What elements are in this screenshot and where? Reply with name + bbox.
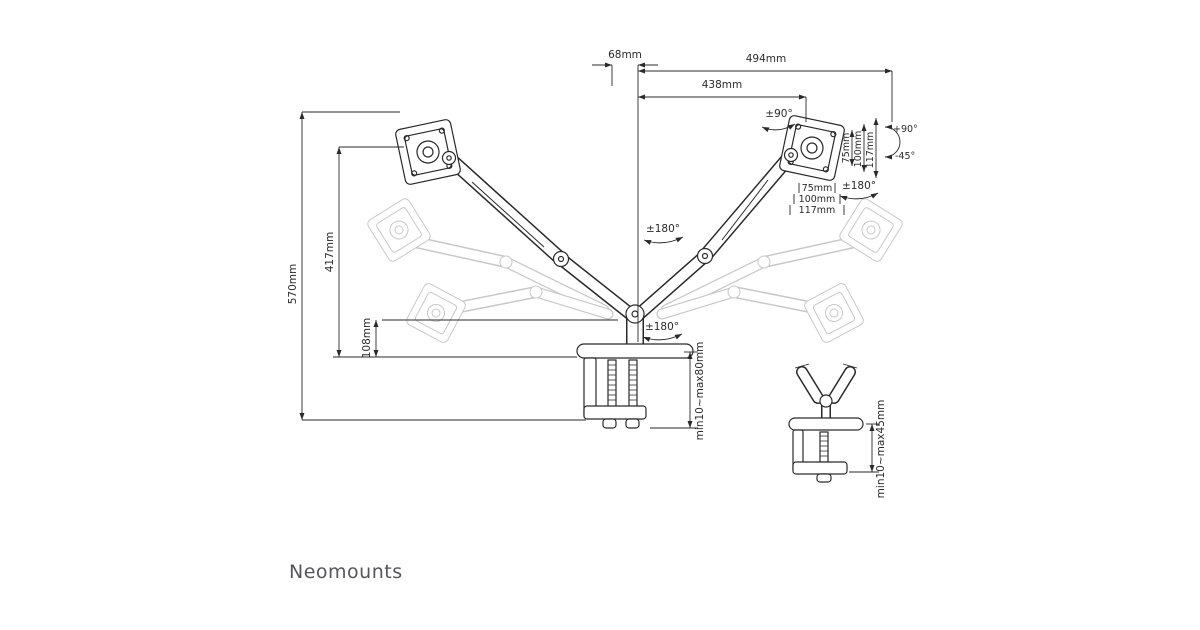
ghost-vesa-plate <box>804 283 864 343</box>
label-vesa-rotation: ±90° <box>765 108 792 120</box>
detail-screw <box>819 431 829 463</box>
clamp-detail-drawing <box>788 363 864 483</box>
dim-108mm-label: 108mm <box>361 318 373 359</box>
center-post <box>625 304 645 356</box>
left-shoulder-joint <box>441 150 457 166</box>
label-swivel-top: ±180° <box>842 180 876 192</box>
label-vesa-75-horizontal: 75mm <box>802 183 833 194</box>
label-vesa-75-vertical: 75mm <box>841 133 852 164</box>
label-vesa-117-vertical: 117mm <box>865 132 876 169</box>
right-elbow-joint <box>696 247 714 265</box>
label-vesa-100-vertical: 100mm <box>853 131 864 168</box>
clamp-knob-left <box>602 418 617 429</box>
dim-494mm-label: 494mm <box>746 53 787 65</box>
dim-570mm-label: 570mm <box>287 264 299 305</box>
right-arm <box>630 148 798 323</box>
ghost-arm-left-upper <box>367 198 610 316</box>
ghost-arm-right-lower <box>656 283 864 343</box>
dim-clamp-main-label: min10~max80mm <box>694 342 706 441</box>
right-shoulder-joint <box>783 147 799 163</box>
label-vesa-100-horizontal: 100mm <box>799 194 836 205</box>
main-assembly <box>395 115 864 483</box>
ghost-arm-right-upper <box>660 198 903 316</box>
label-tilt-up: +90° <box>893 124 918 135</box>
ghost-vesa-plate <box>367 198 431 262</box>
clamp-bottom-arm <box>583 405 647 420</box>
dim-68mm-label: 68mm <box>608 49 642 61</box>
left-vesa-plate <box>395 119 461 185</box>
detail-knob <box>816 473 832 483</box>
ghost-vesa-plate <box>406 283 466 343</box>
label-vesa-117-horizontal: 117mm <box>799 205 836 216</box>
right-vesa-plate <box>779 115 845 181</box>
dim-clamp-detail-label: min10~max45mm <box>875 400 887 499</box>
label-swivel-base: ±180° <box>645 321 679 333</box>
label-tilt-down: -45° <box>895 151 915 162</box>
left-arm <box>442 151 640 323</box>
left-elbow-joint <box>552 250 570 268</box>
dim-438mm-label: 438mm <box>702 79 743 91</box>
base-swivel-joint <box>625 304 645 324</box>
dimension-labels: 68mm 494mm 438mm 570mm 417mm 108mm ±90° … <box>287 49 918 498</box>
clamp-knob-right <box>625 418 640 429</box>
detail-top-plate <box>788 417 864 431</box>
dimension-lines <box>299 62 901 473</box>
ghost-positions <box>367 198 903 343</box>
desk-clamp <box>576 343 694 429</box>
brand-logo: Neomounts <box>289 561 403 583</box>
ghost-vesa-plate <box>839 198 903 262</box>
ghost-arm-left-lower <box>406 283 614 343</box>
dim-417mm-label: 417mm <box>324 232 336 273</box>
clamp-top-plate <box>576 343 694 359</box>
label-swivel-mid: ±180° <box>646 223 680 235</box>
detail-bottom-arm <box>792 461 848 475</box>
